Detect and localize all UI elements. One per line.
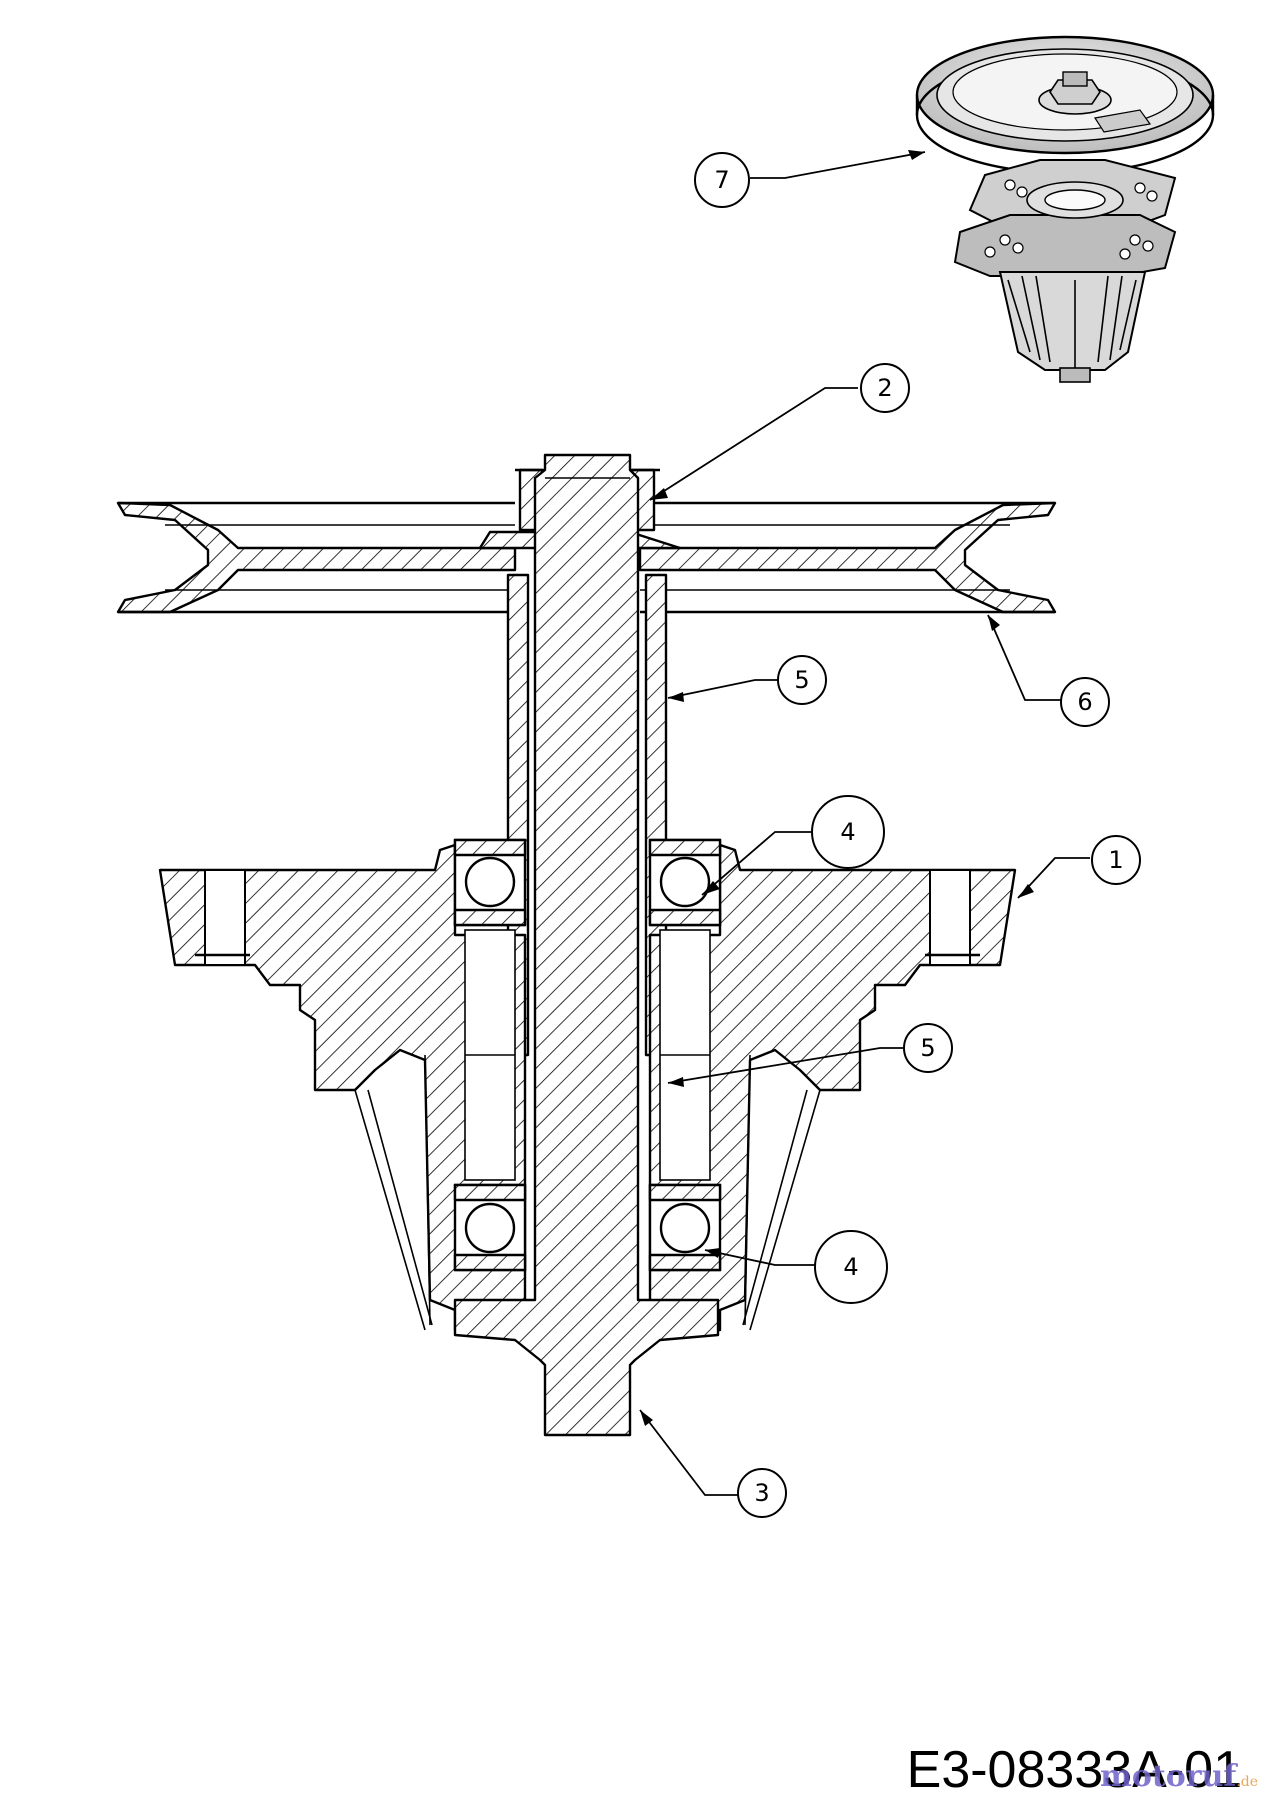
svg-text:6: 6 [1077,688,1092,716]
callout-4-upper: 4 [811,795,885,869]
watermark-tld: .de [1236,1774,1258,1790]
isometric-spindle-view [915,35,1215,383]
cross-section-view [116,453,1057,1437]
svg-text:2: 2 [877,374,892,402]
callout-3: 3 [737,1468,787,1518]
watermark-logo: motoruf.de [1100,1759,1258,1794]
spindle-shaft-section [453,453,720,1437]
svg-text:4: 4 [843,1253,858,1281]
pulley-left-section [116,501,517,614]
pulley-right-section [638,501,1057,614]
drawing-reference-code: E3-08333A-01 [906,1741,1242,1799]
svg-text:1: 1 [1108,846,1123,874]
callout-6: 6 [1060,677,1110,727]
callout-2: 2 [860,363,910,413]
watermark-name: motoruf [1100,1759,1237,1794]
callout-5-upper: 5 [777,655,827,705]
svg-text:4: 4 [840,818,855,846]
svg-text:3: 3 [754,1479,769,1507]
svg-text:5: 5 [920,1034,935,1062]
callout-5-lower: 5 [903,1023,953,1073]
svg-text:5: 5 [794,666,809,694]
callout-7: 7 [694,152,750,208]
callout-4-lower: 4 [814,1230,888,1304]
callouts: 7 2 5 6 4 [639,150,1141,1518]
svg-text:7: 7 [714,166,729,194]
callout-1: 1 [1091,835,1141,885]
